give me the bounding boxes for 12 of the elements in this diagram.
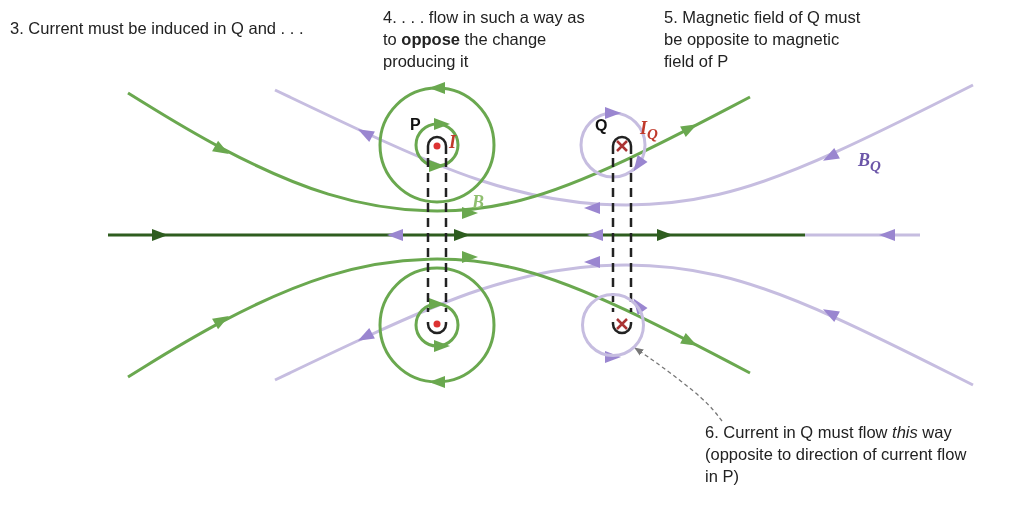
field-label: B$_{Q}$ bbox=[858, 150, 881, 175]
note-text: 3. Current must be induced in Q and . . . bbox=[10, 18, 305, 39]
annotation-text: 6. Current in Q must flow this way (opposite to direction of current flow in P) bbox=[705, 421, 975, 487]
current-loop bbox=[581, 293, 645, 357]
wire-label: Q bbox=[595, 117, 608, 135]
current-label: I bbox=[449, 132, 456, 153]
wire-label: P bbox=[410, 116, 421, 134]
note-text: 4. . . . flow in such a way as to oppose the change producing it bbox=[383, 7, 586, 72]
field-label: B bbox=[472, 192, 484, 213]
leader-line bbox=[634, 347, 723, 422]
note-text: 5. Magnetic field of Q must be opposite to magnetic field of P bbox=[664, 7, 862, 72]
current-label: I$_{Q}$ bbox=[640, 118, 658, 143]
